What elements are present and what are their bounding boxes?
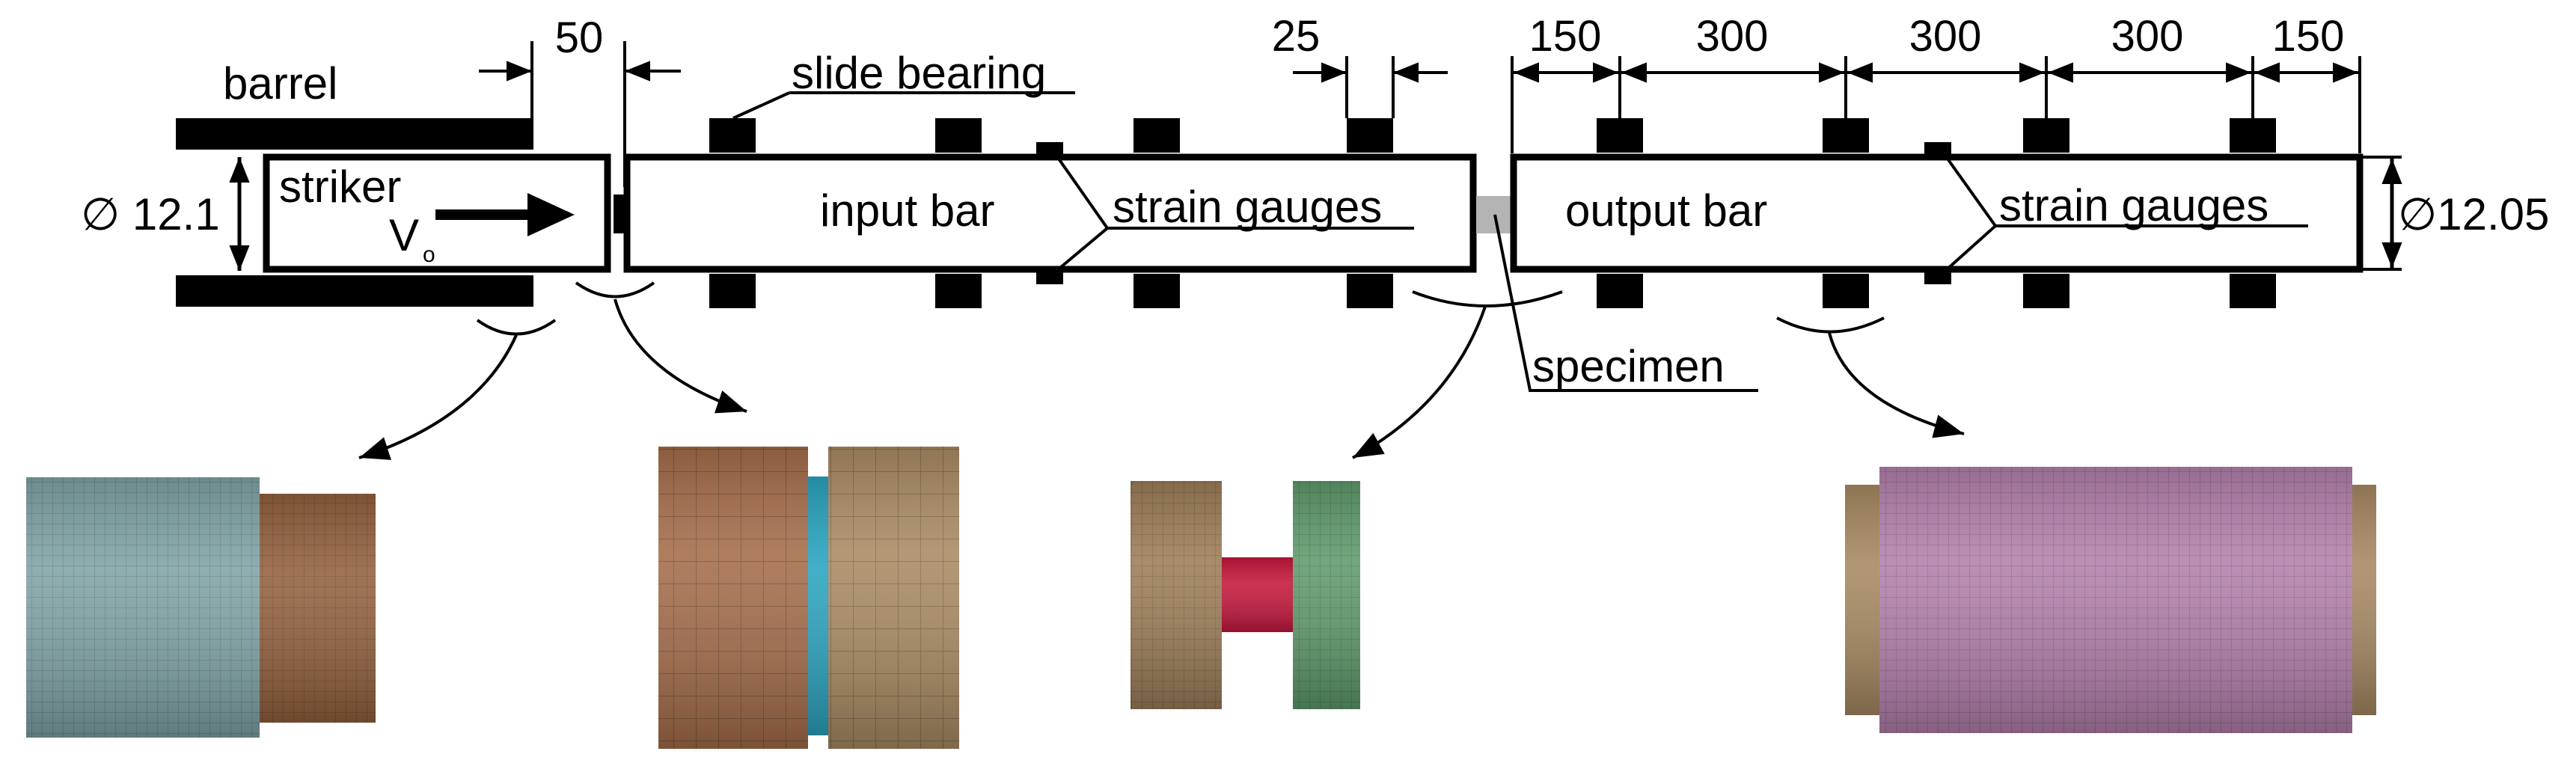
bearing [1597, 274, 1643, 308]
dimension-25-label: 25 [1272, 12, 1321, 61]
callout-arrow-striker [358, 334, 518, 460]
input-bar-label: input bar [820, 186, 995, 236]
output-bar [1510, 153, 2364, 273]
shaper [614, 194, 624, 233]
callout-brace-striker [476, 319, 557, 336]
striker-label: striker [279, 162, 401, 212]
strain-gauge [1036, 269, 1063, 284]
bearing [1597, 118, 1643, 153]
bearing [2023, 118, 2069, 153]
diameter-left-label: ∅ 12.1 [81, 189, 220, 239]
input-bar-bearings [709, 118, 1393, 308]
slide-bearing-leader [732, 91, 790, 120]
output-strain-gauges-label: strain gauges [1999, 180, 2268, 230]
bearing [1823, 118, 1869, 153]
mesh-detail-shaper [658, 447, 959, 749]
bearing [2230, 118, 2276, 153]
output-spacing-dimensions [1511, 56, 2361, 153]
output-strain-gauges [1924, 142, 2308, 284]
barrel [176, 118, 533, 307]
bearing [1133, 274, 1180, 308]
specimen-leader [1493, 214, 1758, 392]
input-bar [623, 153, 1477, 273]
velocity-symbol: V [389, 210, 419, 260]
bearing [709, 274, 756, 308]
bearing [2230, 274, 2276, 308]
diameter-right-label: ∅12.05 [2398, 189, 2549, 239]
barrel-top-wall [176, 118, 533, 150]
callout-arrow-output [1828, 332, 1965, 438]
mesh-detail-specimen [1131, 481, 1360, 709]
output-bar-label: output bar [1565, 186, 1767, 236]
bearing [2023, 274, 2069, 308]
input-strain-gauges-label: strain gauges [1113, 182, 1382, 232]
strain-gauge [1924, 269, 1951, 284]
callout-brace-output [1776, 316, 1885, 334]
dimension-150-right-label: 150 [2272, 12, 2345, 61]
specimen [1476, 196, 1511, 233]
callout-arrow-shaper [614, 298, 747, 414]
mesh-detail-output-bar [1845, 467, 2376, 733]
bearing [1133, 118, 1180, 153]
callout-brace-shaper [575, 281, 655, 298]
bearing [1347, 274, 1393, 308]
specimen-label: specimen [1532, 341, 1725, 391]
strain-gauge [1036, 142, 1063, 157]
bearing [1347, 118, 1393, 153]
velocity-subscript: o [423, 242, 435, 267]
callout-arrows [358, 281, 1965, 460]
callout-arrow-specimen [1352, 306, 1487, 459]
dimension-300-c-label: 300 [2111, 12, 2184, 61]
bearing [709, 118, 756, 153]
dimension-300-a-label: 300 [1696, 12, 1769, 61]
bearing [935, 274, 982, 308]
barrel-label: barrel [223, 58, 337, 108]
dimension-25 [1293, 56, 1448, 118]
velocity-arrow [435, 193, 575, 236]
bearing [1823, 274, 1869, 308]
slide-bearing-label: slide bearing [792, 48, 1046, 98]
input-strain-gauges [1036, 142, 1414, 284]
diameter-right-dimension [2363, 156, 2402, 271]
barrel-bottom-wall [176, 275, 533, 307]
strain-gauge [1924, 142, 1951, 157]
bearing [935, 118, 982, 153]
dimension-50-label: 50 [555, 13, 604, 62]
dimension-150-left-label: 150 [1529, 12, 1602, 61]
mesh-detail-striker-contact [26, 477, 376, 738]
dimension-300-b-label: 300 [1909, 12, 1982, 61]
callout-brace-specimen [1412, 290, 1563, 307]
output-bar-bearings [1597, 118, 2276, 308]
